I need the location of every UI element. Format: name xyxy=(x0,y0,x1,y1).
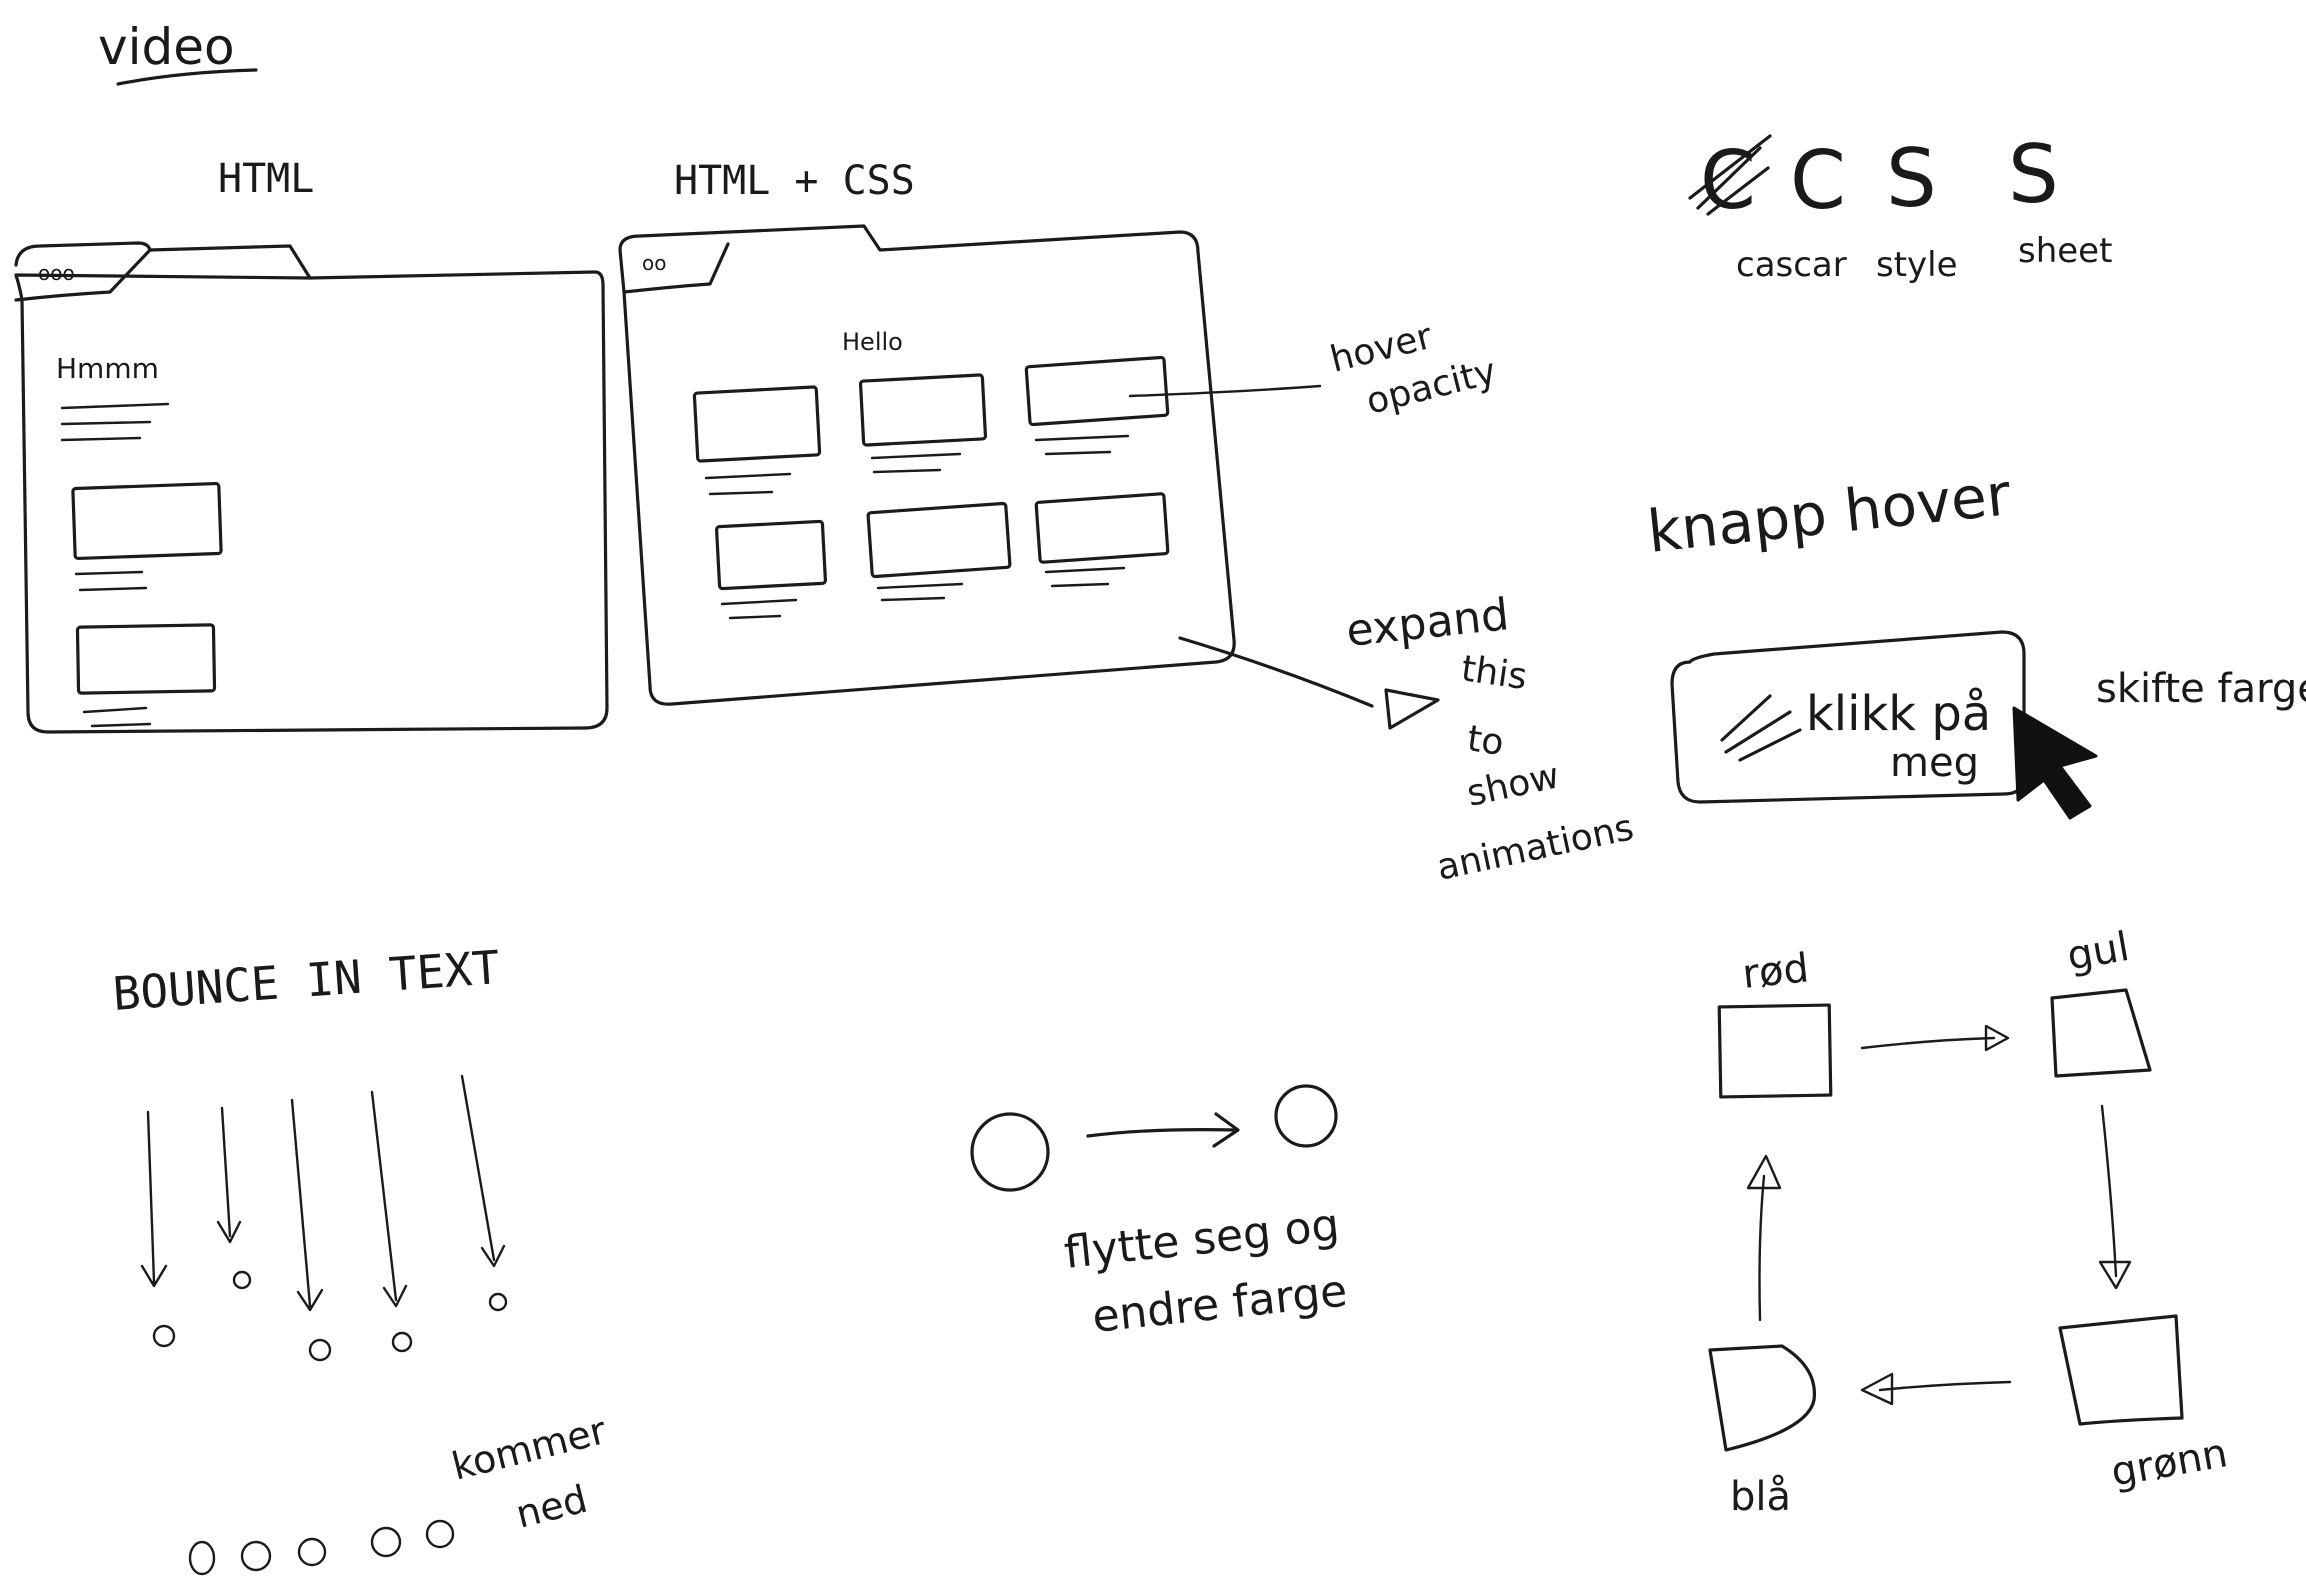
css-acronym: C C S S cascar style sheet xyxy=(1688,128,2112,285)
down-arrow xyxy=(460,1074,506,1268)
note-this: this xyxy=(1459,648,1530,698)
landed-dot xyxy=(188,1540,216,1576)
bounce-dot xyxy=(232,1270,252,1290)
color-label-green: grønn xyxy=(2108,1430,2231,1496)
scribble xyxy=(1688,134,1772,216)
color-cycle: rød gul grønn blå xyxy=(1708,924,2231,1520)
landed-dot xyxy=(240,1540,272,1572)
down-arrow xyxy=(216,1106,242,1244)
bounce-section-title: BOUNCE IN TEXT xyxy=(111,940,502,1021)
panel-html-heading: Hmmm xyxy=(56,352,159,385)
bounce-dot xyxy=(488,1292,508,1312)
button-note: skifte farge xyxy=(2096,666,2306,712)
bounce-dot xyxy=(152,1324,176,1348)
title: video xyxy=(98,18,235,76)
css-word-sheet: sheet xyxy=(2018,231,2112,271)
bounce-dot xyxy=(308,1338,332,1362)
browser-window-css: oo Hello xyxy=(618,224,1236,706)
green-square xyxy=(2058,1314,2184,1426)
expand-arrow xyxy=(1178,636,1374,708)
up-arrow xyxy=(1746,1154,1782,1322)
panel-html-label: HTML xyxy=(218,156,314,202)
css-word-style: style xyxy=(1876,245,1958,285)
color-label-yellow: gul xyxy=(2064,924,2133,980)
tab-dots: oo xyxy=(642,251,666,275)
landed-dot xyxy=(425,1519,455,1549)
move-arrow xyxy=(1086,1112,1240,1148)
card xyxy=(1034,492,1170,564)
button-label: klikk på xyxy=(1806,686,1991,742)
color-label-blue: blå xyxy=(1730,1474,1791,1520)
panel-css-label: HTML + CSS xyxy=(674,158,915,204)
card xyxy=(715,519,827,591)
yellow-square xyxy=(2050,988,2152,1078)
css-letter-c: C xyxy=(1790,134,1846,227)
note-show: show xyxy=(1463,755,1563,814)
left-arrow xyxy=(1860,1372,2012,1406)
down-arrow xyxy=(290,1098,324,1312)
landed-dots xyxy=(188,1519,455,1576)
tab-dots: ooo xyxy=(38,261,75,285)
css-word-cascar: cascar xyxy=(1736,245,1847,285)
panel-css-heading: Hello xyxy=(842,328,903,356)
bounce-arrows xyxy=(140,1074,508,1362)
blue-shape xyxy=(1708,1344,1816,1452)
scribble xyxy=(1720,694,1802,762)
down-arrow xyxy=(140,1110,168,1288)
card xyxy=(858,373,988,447)
landed-dot xyxy=(370,1526,402,1558)
bounce-note-kommer: kommer xyxy=(448,1408,611,1489)
red-square xyxy=(1717,1003,1833,1099)
css-letter-s: S xyxy=(2008,128,2059,221)
css-letter-s: S xyxy=(1886,132,1937,225)
card xyxy=(692,385,822,463)
note-to: to xyxy=(1465,718,1506,764)
card xyxy=(1024,355,1170,427)
end-circle xyxy=(1274,1084,1338,1148)
note-expand: expand xyxy=(1344,589,1511,657)
landed-dot xyxy=(297,1537,327,1567)
note-animations: animations xyxy=(1433,807,1637,889)
move-demo xyxy=(970,1084,1338,1192)
cursor-icon xyxy=(2012,706,2098,820)
demo-button[interactable]: klikk på meg xyxy=(1670,630,2098,820)
color-label-red: rød xyxy=(1740,945,1811,998)
expand-arrowhead xyxy=(1384,688,1440,730)
pointer-line xyxy=(1128,384,1322,398)
button-label-line2: meg xyxy=(1890,740,1979,786)
bounce-dot xyxy=(391,1331,413,1353)
move-note-line1: flytte seg og xyxy=(1062,1199,1342,1279)
start-circle xyxy=(970,1112,1050,1192)
down-arrow xyxy=(370,1090,408,1308)
down-arrow xyxy=(2098,1104,2132,1290)
browser-window-html: ooo Hmmm xyxy=(14,241,609,734)
move-note-line2: endre farge xyxy=(1090,1265,1350,1342)
right-arrow xyxy=(1860,1024,2010,1052)
bounce-note-ned: ned xyxy=(512,1477,592,1537)
button-section-title: knapp hover xyxy=(1644,460,2013,566)
card xyxy=(866,501,1012,579)
title-underline xyxy=(116,68,258,86)
